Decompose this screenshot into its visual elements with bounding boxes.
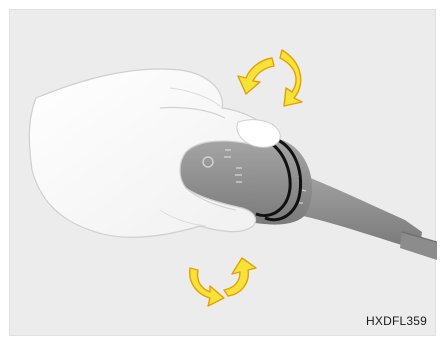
illustration-panel: HXDFL359 xyxy=(9,9,436,336)
figure-code-label: HXDFL359 xyxy=(366,314,427,328)
switch-lever-illustration xyxy=(10,10,437,337)
rotate-up-arrow-icon xyxy=(238,50,302,106)
rotate-down-arrow-icon xyxy=(190,258,256,306)
